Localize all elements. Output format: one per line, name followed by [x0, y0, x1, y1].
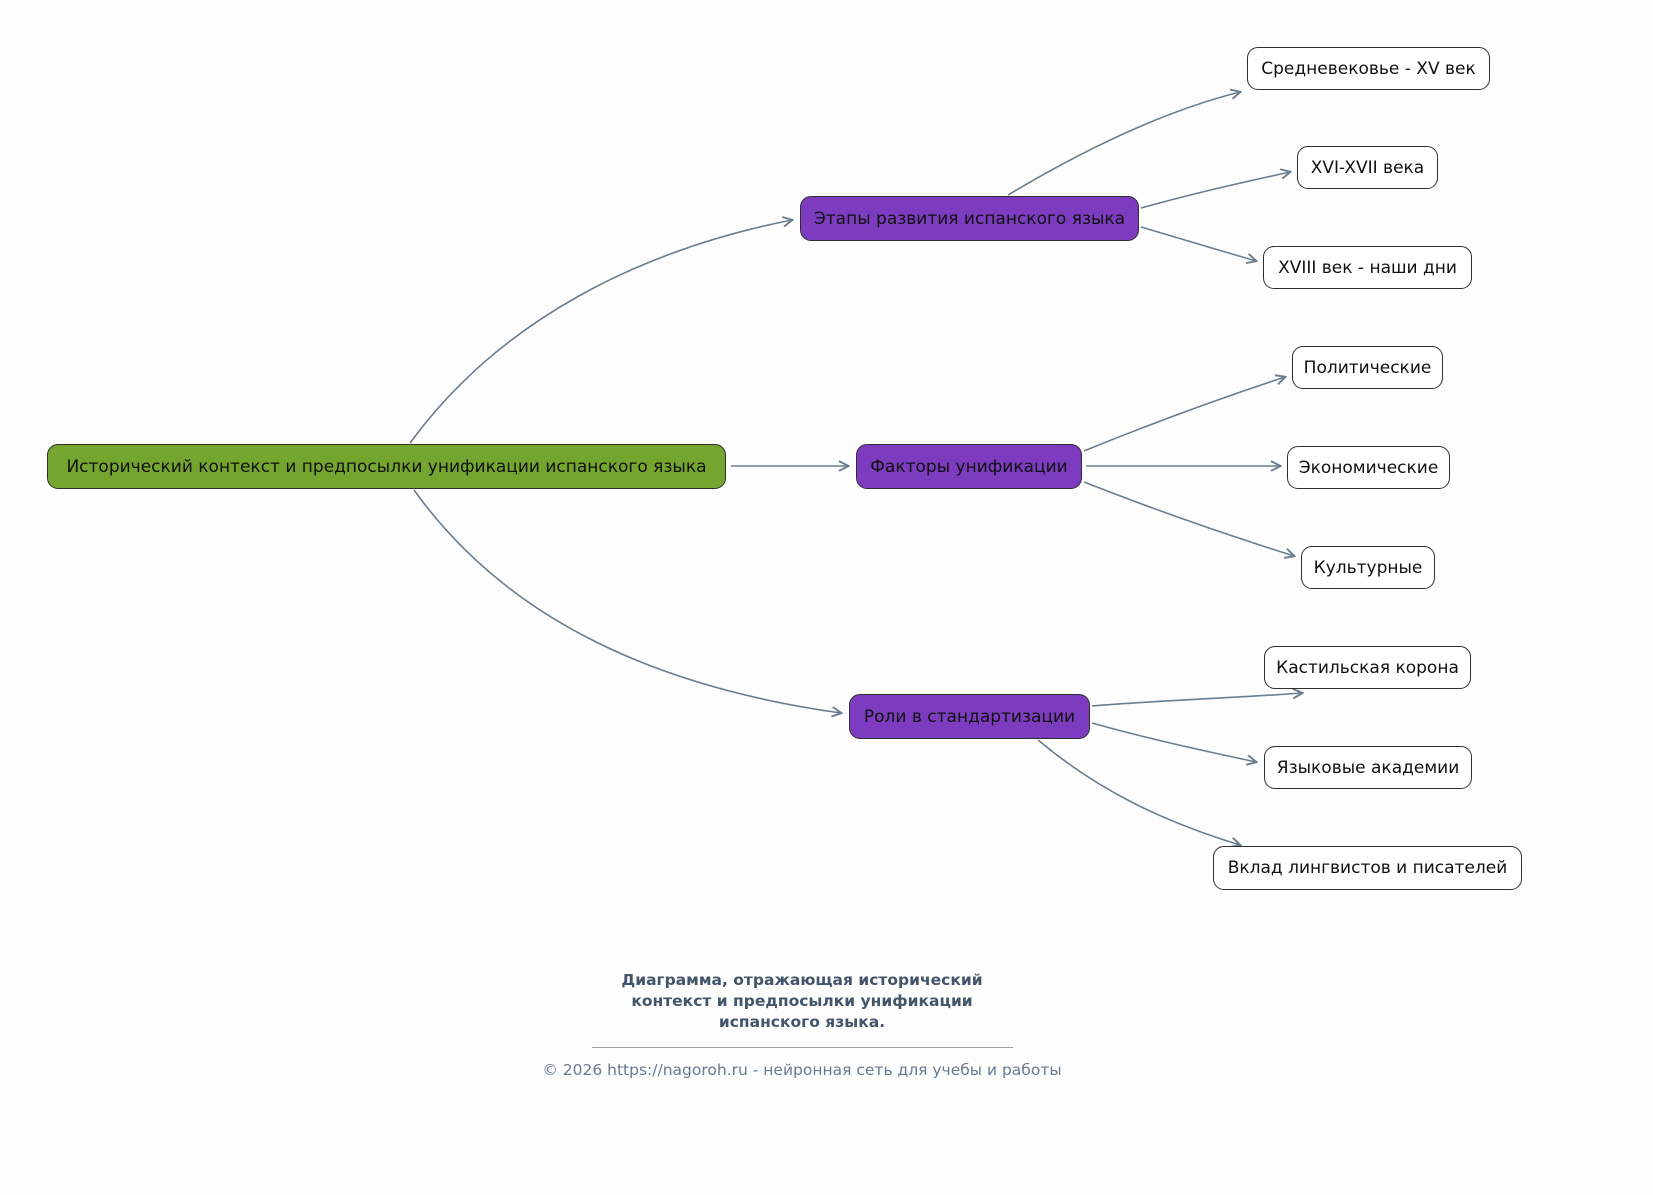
leaf-xvi-xvii: XVI-XVII века	[1297, 146, 1438, 189]
edge-stages-to-xvi-xvii	[1140, 172, 1290, 209]
leaf-xviii-today: XVIII век - наши дни	[1263, 246, 1472, 289]
edge-root-to-stages	[409, 220, 792, 444]
leaf-language-academies: Языковые академии	[1264, 746, 1472, 789]
footer-divider	[591, 1047, 1013, 1048]
leaf-cultural: Культурные	[1301, 546, 1435, 589]
edge-roles-to-academies	[1091, 722, 1256, 762]
branch-stages: Этапы развития испанского языка	[800, 196, 1139, 241]
edge-factors-to-political	[1083, 377, 1285, 452]
root-node: Исторический контекст и предпосылки униф…	[47, 444, 726, 489]
edge-stages-to-medieval	[1007, 92, 1240, 196]
leaf-linguists-writers: Вклад лингвистов и писателей	[1213, 846, 1522, 890]
edge-stages-to-xviii	[1140, 226, 1256, 261]
edge-roles-to-linguists	[1037, 739, 1240, 845]
branch-roles: Роли в стандартизации	[849, 694, 1090, 739]
diagram-caption: Диаграмма, отражающая исторический конте…	[621, 971, 983, 1031]
edge-roles-to-crown	[1091, 693, 1302, 707]
leaf-economic: Экономические	[1287, 446, 1450, 489]
leaf-political: Политические	[1292, 346, 1443, 389]
edge-root-to-roles	[413, 489, 841, 713]
edge-factors-to-cultural	[1083, 481, 1294, 556]
leaf-castilian-crown: Кастильская корона	[1264, 646, 1471, 689]
copyright-text: © 2026 https://nagoroh.ru - нейронная се…	[542, 1061, 1062, 1079]
leaf-medieval-xv: Средневековье - XV век	[1247, 47, 1490, 90]
branch-factors: Факторы унификации	[856, 444, 1082, 489]
footer: Диаграмма, отражающая исторический конте…	[402, 970, 1202, 1079]
